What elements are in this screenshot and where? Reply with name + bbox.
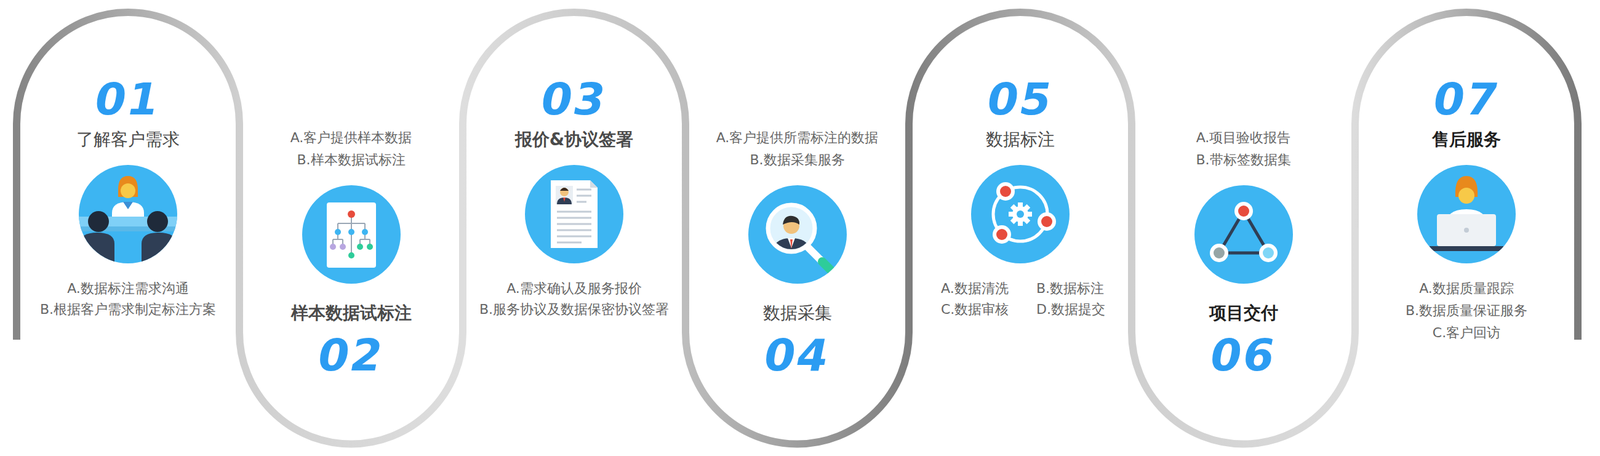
step-title: 样本数据试标注 bbox=[291, 302, 412, 324]
step-arch: 04 数据采集 A.客户提供所需标注的数据 B.数据采集服务 bbox=[686, 0, 909, 456]
step-detail: B.样本数据试标注 bbox=[296, 152, 405, 168]
step-number: 06 bbox=[1210, 328, 1276, 382]
step-title: 了解客户需求 bbox=[76, 129, 180, 151]
step-arch: 03 报价&协议签署 A.需求确认及服务报价 B.服务协议及数据保密协议签署 bbox=[462, 0, 686, 456]
step-detail: B.根据客户需求制定标注方案 bbox=[40, 301, 216, 318]
contract-document-icon bbox=[524, 164, 624, 264]
step-detail: C.客户回访 bbox=[1432, 324, 1501, 341]
step-arch: 05 数据标注 A.数据清洗 B.数据标注 C.数据审核 D.数据提交 bbox=[908, 0, 1132, 456]
step-number: 03 bbox=[541, 72, 607, 126]
step-arch: 07 售后服务 A.数据质量跟踪 B.数据质量保证服务 C.客户回访 bbox=[1355, 0, 1578, 456]
step-detail: A.数据清洗 bbox=[940, 280, 1009, 297]
step-title: 项目交付 bbox=[1209, 302, 1279, 324]
triangle-network-icon bbox=[1194, 185, 1293, 284]
step-detail: B.数据标注 bbox=[1036, 280, 1104, 297]
step-detail: A.数据标注需求沟通 bbox=[67, 280, 189, 297]
step-detail: A.客户提供样本数据 bbox=[290, 129, 413, 146]
step-title: 报价&协议签署 bbox=[515, 129, 634, 151]
step-arch: 06 项目交付 A.项目验收报告 B.带标签数据集 bbox=[1132, 0, 1356, 456]
step-detail: A.客户提供所需标注的数据 bbox=[716, 129, 879, 146]
step-number: 05 bbox=[987, 72, 1053, 126]
step-detail: D.数据提交 bbox=[1036, 301, 1106, 318]
laptop-support-icon bbox=[1417, 164, 1516, 264]
step-title: 售后服务 bbox=[1432, 129, 1501, 151]
step-detail: B.数据质量保证服务 bbox=[1405, 302, 1528, 319]
step-detail: A.需求确认及服务报价 bbox=[506, 280, 642, 297]
step-title: 数据标注 bbox=[985, 129, 1055, 151]
step-number: 02 bbox=[318, 328, 384, 382]
step-number: 04 bbox=[764, 328, 830, 382]
step-detail: B.数据采集服务 bbox=[749, 152, 845, 168]
step-title: 数据采集 bbox=[763, 302, 832, 324]
step-number: 01 bbox=[95, 72, 161, 126]
step-arch: 01 了解客户需求 A.数据标注需求沟通 B.根据客户需求制定标注方案 bbox=[16, 0, 240, 456]
step-detail: A.项目验收报告 bbox=[1196, 129, 1292, 146]
step-arch: 02 样本数据试标注 A.客户提供样本数据 B.样本数据试标注 bbox=[240, 0, 463, 456]
gear-network-icon bbox=[971, 164, 1070, 264]
serpentine-line bbox=[16, 12, 1578, 445]
step-number: 07 bbox=[1433, 72, 1500, 126]
step-detail: B.服务协议及数据保密协议签署 bbox=[479, 301, 669, 318]
tree-document-icon bbox=[302, 185, 401, 284]
step-detail: C.数据审核 bbox=[940, 301, 1009, 318]
step-detail: A.数据质量跟踪 bbox=[1419, 280, 1514, 297]
step-detail: B.带标签数据集 bbox=[1195, 152, 1291, 168]
magnifier-icon bbox=[748, 185, 847, 284]
meeting-icon bbox=[72, 164, 184, 264]
